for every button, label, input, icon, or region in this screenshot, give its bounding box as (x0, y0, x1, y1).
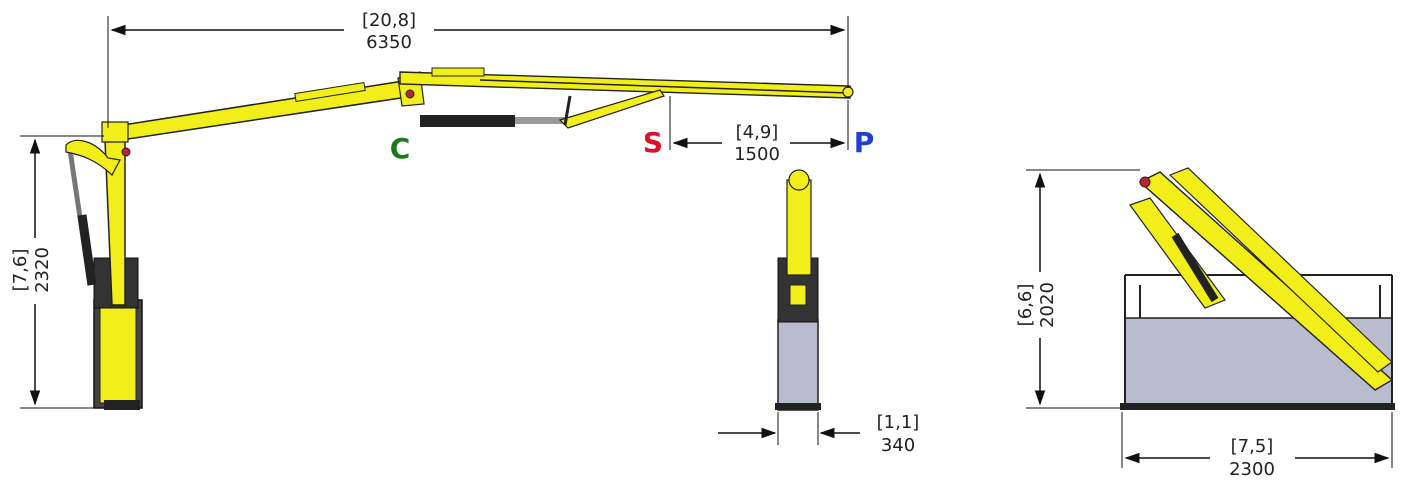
dim-reach-feet: [20,8] (362, 10, 416, 31)
dim-height-side-feet: [7,6] (10, 249, 31, 292)
dim-width-front: [1,1] 340 (718, 412, 919, 456)
stowed-view (1120, 167, 1395, 410)
front-view (775, 169, 821, 411)
side-main-boom (103, 79, 415, 143)
dim-height-stowed-mm: 2020 (1037, 282, 1058, 328)
dim-height-stowed-feet: [6,6] (1015, 284, 1036, 327)
side-jib-cylinder (420, 115, 515, 127)
dim-width-front-mm: 340 (881, 435, 915, 456)
marker-s: S (643, 126, 663, 159)
marker-p: P (854, 126, 875, 159)
dim-extension-feet: [4,9] (736, 122, 779, 143)
marker-c: C (390, 132, 411, 165)
dim-height-side: [7,6] 2320 (10, 135, 104, 409)
dim-height-side-mm: 2320 (32, 247, 53, 293)
side-lift-cylinder (67, 149, 97, 286)
dim-extension: [4,9] 1500 (669, 96, 849, 165)
dim-length-stowed: [7,5] 2300 (1121, 412, 1393, 480)
dim-length-stowed-feet: [7,5] (1231, 436, 1274, 457)
stowed-boom (1138, 171, 1394, 391)
side-view (65, 67, 854, 410)
dim-extension-mm: 1500 (734, 144, 780, 165)
front-body (777, 319, 819, 411)
dim-height-stowed: [6,6] 2020 (1015, 169, 1140, 409)
dim-reach-mm: 6350 (366, 32, 412, 53)
front-mast (786, 179, 812, 276)
dim-length-stowed-mm: 2300 (1229, 459, 1275, 480)
side-knuckle (65, 139, 121, 176)
dim-reach: [20,8] 6350 (107, 10, 849, 128)
dim-width-front-feet: [1,1] (877, 412, 920, 433)
